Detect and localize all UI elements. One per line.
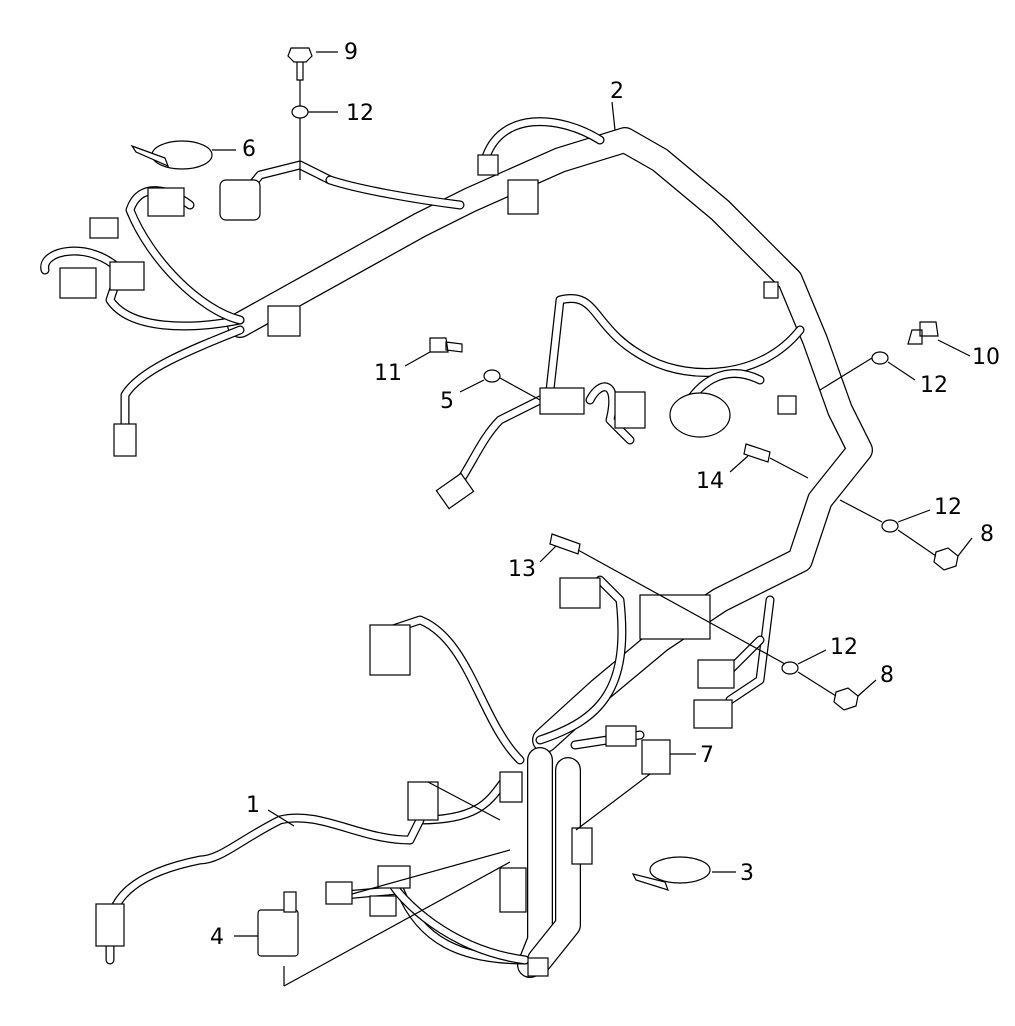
callout-label: 12 — [346, 101, 374, 126]
bolt-10-icon — [907, 321, 939, 345]
lower-harness — [95, 575, 775, 978]
washer-12d-icon — [781, 661, 799, 675]
callout-labels: 1 2 3 4 5 6 7 8 8 9 10 11 12 12 12 12 13… — [210, 40, 1000, 950]
callout-label: 14 — [696, 469, 724, 494]
stud-14-icon — [743, 443, 771, 463]
stud-13-icon — [549, 533, 581, 555]
callout-label: 12 — [830, 635, 858, 660]
cable-tie-6-icon — [130, 140, 213, 170]
callout-label: 11 — [374, 361, 402, 386]
callout-label: 8 — [980, 522, 994, 547]
washer-12b-icon — [871, 351, 889, 365]
bolt-9-icon — [287, 47, 313, 81]
nut-8b-icon — [833, 687, 859, 711]
nut-8a-icon — [933, 547, 959, 571]
washer-12c-icon — [881, 519, 899, 533]
callout-label: 8 — [880, 663, 894, 688]
callout-label: 9 — [344, 40, 358, 65]
callout-label: 1 — [246, 793, 260, 818]
callout-label: 5 — [440, 389, 454, 414]
callout-label: 4 — [210, 925, 224, 950]
callout-label: 12 — [920, 373, 948, 398]
washer-5-icon — [483, 369, 501, 383]
callout-label: 3 — [740, 861, 754, 886]
relay-4-icon — [257, 891, 299, 957]
callout-label: 12 — [934, 495, 962, 520]
washer-12a-icon — [291, 105, 309, 119]
callout-label: 7 — [700, 743, 714, 768]
leader-lines — [212, 51, 973, 987]
callout-label: 10 — [972, 345, 1000, 370]
loose-parts — [130, 47, 959, 957]
cable-tie-3-icon — [631, 856, 711, 891]
bolt-11-icon — [429, 337, 463, 353]
callout-label: 6 — [242, 137, 256, 162]
callout-label: 13 — [508, 557, 536, 582]
callout-label: 2 — [610, 79, 624, 104]
